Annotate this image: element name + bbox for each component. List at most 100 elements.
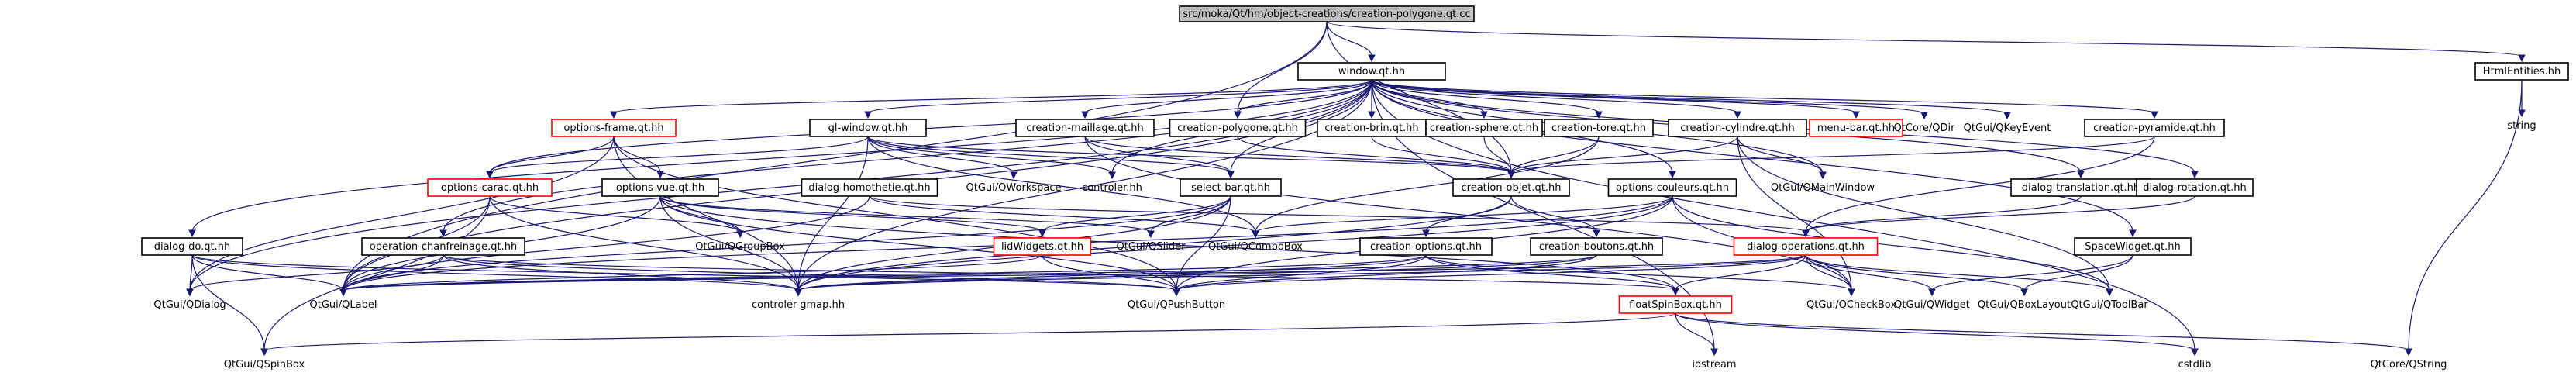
node-label: window.qt.hh	[1338, 66, 1405, 78]
node-qtoolbar: QtGui/QToolBar	[2071, 299, 2148, 311]
node-root[interactable]: src/moka/Qt/hm/object-creations/creation…	[1179, 5, 1475, 22]
node-box	[2084, 119, 2225, 137]
node-box	[1544, 119, 1654, 137]
node-controler-hh: controler.hh	[1082, 182, 1142, 194]
node-label: options-carac.qt.hh	[441, 182, 539, 194]
node-creation-tore[interactable]: creation-tore.qt.hh	[1544, 119, 1654, 137]
node-label: creation-pyramide.qt.hh	[2093, 122, 2216, 134]
node-creation-brin[interactable]: creation-brin.qt.hh	[1317, 119, 1427, 137]
node-label: creation-sphere.qt.hh	[1430, 122, 1538, 134]
node-box	[1169, 119, 1307, 137]
node-dialog-homothetie[interactable]: dialog-homothetie.qt.hh	[801, 178, 938, 197]
node-box	[427, 178, 553, 197]
node-label: select-bar.qt.hh	[1191, 182, 1270, 194]
node-qkeyevent: QtGui/QKeyEvent	[1964, 122, 2051, 134]
node-iostream: iostream	[1692, 359, 1736, 371]
edge-window-to-qdir	[1371, 79, 1925, 115]
edge-options_frame-to-qdialog	[189, 136, 615, 291]
edge-creation_maillage-to-select_bar	[1084, 136, 1231, 174]
edge-window-to-creation_cylindre	[1371, 79, 1738, 114]
node-box	[1607, 178, 1737, 197]
node-label: iostream	[1692, 359, 1736, 371]
node-label: controler.hh	[1082, 182, 1142, 194]
node-options-frame[interactable]: options-frame.qt.hh	[551, 119, 677, 137]
edge-root-to-window	[1326, 21, 1372, 57]
node-dialog-do[interactable]: dialog-do.qt.hh	[141, 237, 243, 256]
edge-options_vue-to-lidwidgets	[659, 195, 1043, 233]
node-htmlent[interactable]: HtmlEntities.hh	[2474, 62, 2569, 81]
node-box	[1530, 237, 1663, 256]
edge-operation_chanfreinage-to-qlabel	[343, 254, 444, 291]
edge-window-to-operation_chanfreinage	[443, 79, 1372, 233]
edge-creation_cylindre-to-qmainwindow	[1737, 136, 1824, 174]
node-operation-chanfreinage[interactable]: operation-chanfreinage.qt.hh	[361, 237, 525, 256]
edge-arrowhead-floatspinbox-to-qspinbox	[260, 348, 268, 357]
edge-arrowhead-floatspinbox-to-iostream	[1710, 348, 1718, 357]
edge-arrowhead-creation_objet-to-creation_boutons	[1593, 229, 1600, 238]
node-label: QtGui/QLabel	[310, 299, 377, 311]
node-creation-maillage[interactable]: creation-maillage.qt.hh	[1015, 119, 1155, 137]
node-box	[1452, 178, 1570, 197]
edge-creation_options-to-qcheckbox	[1425, 254, 1852, 291]
node-qlabel: QtGui/QLabel	[310, 299, 377, 311]
node-box	[2474, 62, 2569, 81]
edge-arrowhead-window-to-creation_cylindre	[1734, 111, 1741, 119]
edge-arrowhead-window-to-menu_bar	[1852, 111, 1860, 119]
node-box	[1618, 295, 1733, 314]
edge-creation_pyramide-to-dialog_operations	[1805, 136, 2155, 233]
edge-floatspinbox-to-qstring	[1675, 312, 2409, 351]
node-options-vue[interactable]: options-vue.qt.hh	[601, 178, 719, 197]
edge-creation_tore-to-creation_objet	[1510, 136, 1600, 174]
edge-arrowhead-dialog_operations-to-qtoolbar	[2106, 288, 2113, 297]
node-qpushbutton: QtGui/QPushButton	[1128, 299, 1225, 311]
node-select-bar[interactable]: select-bar.qt.hh	[1180, 178, 1282, 197]
node-options-carac[interactable]: options-carac.qt.hh	[427, 178, 553, 197]
node-qwidget: QtGui/QWidget	[1894, 299, 1970, 311]
node-menu-bar[interactable]: menu-bar.qt.hh	[1809, 119, 1903, 137]
edge-arrowhead-window-to-gl_window	[864, 111, 872, 119]
node-lidwidgets[interactable]: lidWidgets.qt.hh	[993, 237, 1092, 256]
node-label: QtGui/QSlider	[1117, 241, 1186, 253]
edge-creation_cylindre-to-qtoolbar	[1737, 136, 2110, 291]
node-creation-objet[interactable]: creation-objet.qt.hh	[1452, 178, 1570, 197]
node-dialog-operations[interactable]: dialog-operations.qt.hh	[1733, 237, 1879, 256]
node-dialog-rotation[interactable]: dialog-rotation.qt.hh	[2136, 178, 2254, 197]
node-creation-boutons[interactable]: creation-boutons.qt.hh	[1530, 237, 1663, 256]
node-window[interactable]: window.qt.hh	[1297, 62, 1446, 81]
edge-arrowhead-window-to-creation_maillage	[1081, 111, 1089, 119]
node-creation-sphere[interactable]: creation-sphere.qt.hh	[1425, 119, 1543, 137]
edge-window-to-qkeyevent	[1371, 79, 2008, 115]
node-creation-cylindre[interactable]: creation-cylindre.qt.hh	[1668, 119, 1807, 137]
node-qmainwindow: QtGui/QMainWindow	[1771, 182, 1875, 194]
node-label: QtGui/QSpinBox	[224, 359, 305, 371]
node-label: creation-brin.qt.hh	[1324, 122, 1418, 134]
node-dialog-translation[interactable]: dialog-translation.qt.hh	[2010, 178, 2151, 197]
edge-dialog_operations-to-qtoolbar	[1805, 254, 2110, 291]
edge-operation_chanfreinage-to-floatspinbox	[443, 254, 1676, 291]
edge-options_frame-to-options_carac	[489, 136, 615, 174]
node-creation-polygone[interactable]: creation-polygone.qt.hh	[1169, 119, 1307, 137]
edge-floatspinbox-to-iostream	[1675, 312, 1715, 351]
edge-arrowhead-dialog_operations-to-qpushbutton	[1173, 288, 1180, 297]
edge-arrowhead-gl_window-to-qworkspace	[1010, 171, 1018, 180]
node-creation-pyramide[interactable]: creation-pyramide.qt.hh	[2084, 119, 2225, 137]
node-floatspinbox[interactable]: floatSpinBox.qt.hh	[1618, 295, 1733, 314]
edge-arrowhead-gl_window-to-options_carac	[486, 171, 494, 179]
node-box	[1359, 237, 1493, 256]
edge-arrowhead-floatspinbox-to-qstring	[2405, 348, 2412, 357]
node-label: operation-chanfreinage.qt.hh	[370, 241, 518, 253]
node-gl-window[interactable]: gl-window.qt.hh	[809, 119, 927, 137]
node-spacewidget[interactable]: SpaceWidget.qt.hh	[2074, 237, 2192, 256]
node-string: string	[2507, 120, 2536, 132]
edge-creation_options-to-controler_gmap	[797, 254, 1427, 291]
edge-root-to-htmlent	[1326, 21, 2523, 57]
edge-floatspinbox-to-qspinbox	[263, 312, 1676, 351]
node-creation-options[interactable]: creation-options.qt.hh	[1359, 237, 1493, 256]
node-qstring: QtCore/QString	[2371, 359, 2447, 371]
node-options-couleurs[interactable]: options-couleurs.qt.hh	[1607, 178, 1737, 197]
edge-arrowhead-dialog_operations-to-floatspinbox	[1672, 288, 1679, 296]
edge-floatspinbox-to-cstdlib	[1675, 312, 2195, 351]
node-label: creation-maillage.qt.hh	[1026, 122, 1144, 134]
node-label: QtGui/QDialog	[153, 299, 226, 311]
node-label: QtCore/QString	[2371, 359, 2447, 371]
